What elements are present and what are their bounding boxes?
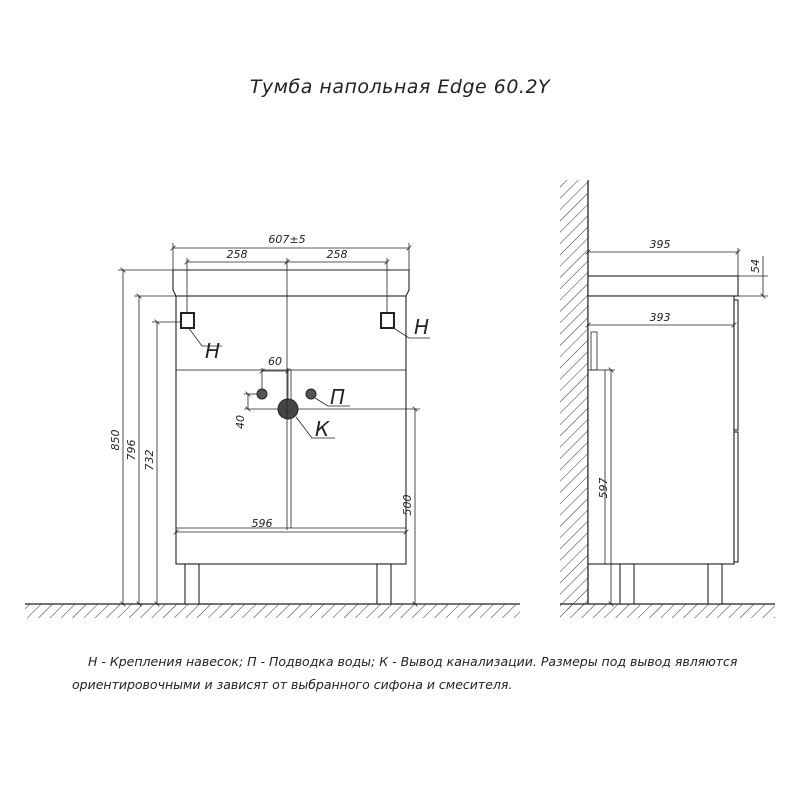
leg-left-front: [184, 563, 200, 605]
mount-right: [380, 312, 395, 329]
label-water-supply: П: [330, 385, 345, 409]
water-pipe-right: [305, 388, 317, 400]
drain-pipe: [277, 398, 299, 420]
dim-cabinet-height: 732: [143, 450, 156, 471]
cabinet-body-side: [587, 295, 735, 565]
dim-right-mount: 258: [327, 248, 348, 261]
label-drain: К: [315, 417, 330, 441]
label-mount-left: Н: [205, 339, 220, 363]
drawing-title: Тумба напольная Edge 60.2Y: [249, 76, 551, 98]
dim-side-height: 597: [597, 478, 610, 499]
dim-body-height: 796: [125, 440, 138, 461]
legend-line-1: Н - Крепления навесок; П - Подводка воды…: [88, 654, 738, 669]
door-edge-side-lower: [733, 431, 739, 563]
dim-top-depth: 395: [650, 238, 671, 251]
floor-hatch-front: [25, 604, 520, 618]
floor-hatch-side: [560, 604, 775, 618]
dim-pipe-spacing: 60: [268, 355, 282, 368]
dim-inner-width: 596: [252, 517, 273, 530]
dim-body-depth: 393: [650, 311, 671, 324]
dim-top-thickness: 54: [749, 259, 762, 273]
front-view: 607±5 258 258 596 850 796 732 500 60: [25, 233, 520, 618]
water-pipe-left: [256, 388, 268, 400]
dim-total-height: 850: [109, 430, 122, 451]
dim-pipe-vertical: 40: [234, 415, 247, 429]
door-edge-side: [733, 299, 739, 431]
mount-left: [180, 312, 195, 329]
dim-drain-height: 500: [401, 495, 414, 516]
label-mount-right: Н: [414, 315, 429, 339]
leg-rear-side: [619, 563, 635, 605]
wall-hatch: [560, 180, 588, 610]
side-view: 395 54 393 597: [560, 180, 775, 618]
dim-left-mount: 258: [227, 248, 248, 261]
leg-front-side: [707, 563, 723, 605]
countertop-side: [587, 275, 739, 297]
dim-total-width: 607±5: [268, 233, 305, 246]
legend-line-2: ориентировочными и зависят от выбранного…: [72, 677, 513, 692]
countertop-front: [172, 269, 410, 297]
legend-caption: Н - Крепления навесок; П - Подводка воды…: [72, 650, 772, 696]
leg-right-front: [376, 563, 392, 605]
